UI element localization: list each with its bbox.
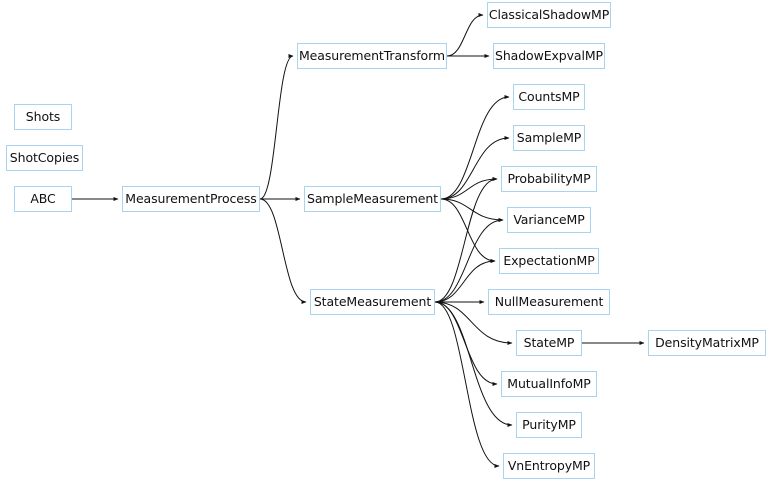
class-node-label: ShadowExpvalMP bbox=[494, 47, 603, 63]
inheritance-edge-statemeasurement-to-expectationmp bbox=[434, 259, 496, 303]
class-node-shotcopies[interactable]: ShotCopies bbox=[6, 145, 83, 171]
class-node-statemeasurement[interactable]: StateMeasurement bbox=[310, 289, 435, 315]
inheritance-edge-statemeasurement-to-probabilitymp bbox=[434, 177, 498, 303]
class-node-densitymatrixmp[interactable]: DensityMatrixMP bbox=[648, 330, 766, 356]
class-node-shots[interactable]: Shots bbox=[14, 104, 72, 130]
class-node-label: CountsMP bbox=[518, 88, 580, 104]
class-node-nullmeasurement[interactable]: NullMeasurement bbox=[488, 289, 610, 315]
inheritance-edge-samplemeasurement-to-expectationmp bbox=[440, 198, 496, 263]
inheritance-edge-samplemeasurement-to-countsmp bbox=[440, 95, 510, 200]
class-node-label: MeasurementProcess bbox=[125, 190, 257, 206]
class-node-statemp[interactable]: StateMP bbox=[516, 330, 582, 356]
inheritance-edge-samplemeasurement-to-probabilitymp bbox=[440, 177, 498, 200]
inheritance-edge-statemeasurement-to-puritymp bbox=[434, 301, 513, 427]
class-node-shadowexpvalmp[interactable]: ShadowExpvalMP bbox=[493, 43, 605, 69]
class-node-classicalshadowmp[interactable]: ClassicalShadowMP bbox=[487, 2, 611, 28]
class-node-label: ExpectationMP bbox=[503, 252, 595, 268]
class-node-label: MeasurementTransform bbox=[299, 47, 445, 63]
class-node-label: DensityMatrixMP bbox=[655, 334, 759, 350]
class-node-measurementtransform[interactable]: MeasurementTransform bbox=[297, 43, 447, 69]
class-node-expectationmp[interactable]: ExpectationMP bbox=[499, 248, 599, 274]
class-node-mutualinfomp[interactable]: MutualInfoMP bbox=[501, 371, 597, 397]
class-node-countsmp[interactable]: CountsMP bbox=[513, 84, 585, 110]
inheritance-edge-samplemeasurement-to-variancemp bbox=[440, 198, 504, 222]
inheritance-edge-measurementprocess-to-measurementtransform bbox=[259, 54, 294, 200]
class-node-label: VnEntropyMP bbox=[507, 457, 591, 473]
class-node-puritymp[interactable]: PurityMP bbox=[516, 412, 582, 438]
inheritance-edge-measurementprocess-to-statemeasurement bbox=[259, 198, 307, 304]
class-node-samplemp[interactable]: SampleMP bbox=[513, 125, 585, 151]
class-node-label: ABC bbox=[30, 190, 56, 206]
class-node-label: SampleMP bbox=[516, 129, 582, 145]
class-node-label: NullMeasurement bbox=[494, 293, 604, 309]
class-node-label: MutualInfoMP bbox=[507, 375, 591, 391]
inheritance-edge-measurementtransform-to-classicalshadowmp bbox=[446, 13, 484, 57]
class-node-probabilitymp[interactable]: ProbabilityMP bbox=[501, 166, 597, 192]
class-node-vnentropymp[interactable]: VnEntropyMP bbox=[503, 453, 595, 479]
class-node-label: VarianceMP bbox=[513, 211, 585, 227]
class-node-abc[interactable]: ABC bbox=[14, 186, 72, 212]
class-node-label: ProbabilityMP bbox=[507, 170, 591, 186]
class-node-label: ClassicalShadowMP bbox=[488, 6, 610, 22]
class-node-samplemeasurement[interactable]: SampleMeasurement bbox=[304, 186, 441, 212]
class-node-label: ShotCopies bbox=[9, 149, 80, 165]
class-node-label: SampleMeasurement bbox=[307, 190, 438, 206]
inheritance-edge-samplemeasurement-to-samplemp bbox=[440, 136, 510, 200]
class-node-label: StateMeasurement bbox=[313, 293, 432, 309]
class-node-measurementprocess[interactable]: MeasurementProcess bbox=[122, 186, 260, 212]
class-node-label: StateMP bbox=[523, 334, 575, 350]
class-node-label: Shots bbox=[25, 108, 61, 124]
class-node-variancemp[interactable]: VarianceMP bbox=[507, 207, 591, 233]
inheritance-edge-statemeasurement-to-vnentropymp bbox=[434, 301, 500, 468]
class-node-label: PurityMP bbox=[522, 416, 576, 432]
